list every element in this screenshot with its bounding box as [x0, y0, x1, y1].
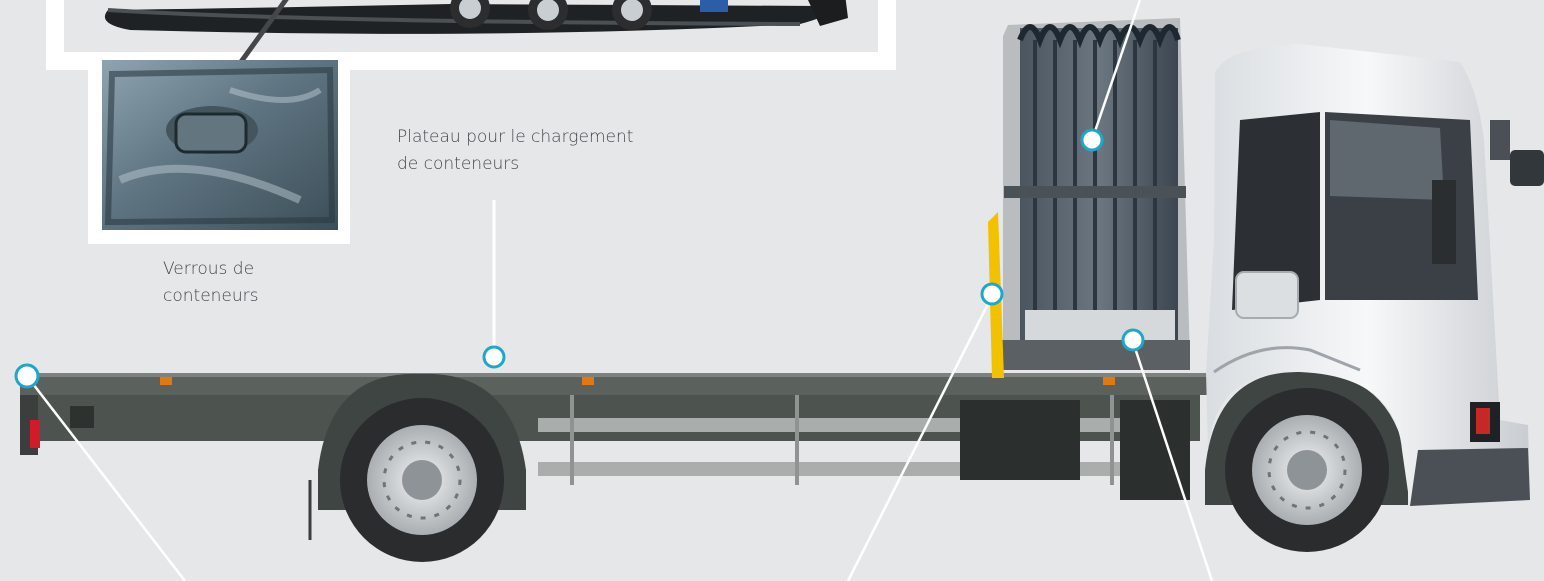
hotspot-circle-icon[interactable] [1121, 328, 1145, 352]
platform-label: Plateau pour le chargement de conteneurs [397, 124, 717, 178]
container-locks-label: Verrous de conteneurs [163, 256, 343, 310]
inset-truck-frame [46, 0, 896, 70]
inset-wheel [450, 0, 490, 28]
hotspot-circle-icon[interactable] [14, 363, 40, 389]
hotspot-circle-icon[interactable] [482, 345, 506, 369]
hotspot-circle-icon[interactable] [980, 282, 1004, 306]
truck-chassis [20, 373, 1225, 540]
platform-label-line-1: Plateau pour le chargement [397, 127, 634, 147]
container-locks-label-line-1: Verrous de [163, 259, 255, 279]
truck-cab [1206, 44, 1544, 506]
inset-wheel [528, 0, 568, 30]
container-lock-photo [88, 60, 350, 244]
inset-wheel [612, 0, 652, 30]
platform-label-line-2: de conteneurs [397, 154, 520, 174]
rear-wheel [318, 373, 526, 562]
front-wheel [1205, 371, 1408, 552]
hotspot-circle-icon[interactable] [1080, 128, 1104, 152]
curtain-stack [988, 18, 1190, 378]
leader-lines [29, 0, 1214, 581]
container-locks-label-line-2: conteneurs [163, 286, 259, 306]
